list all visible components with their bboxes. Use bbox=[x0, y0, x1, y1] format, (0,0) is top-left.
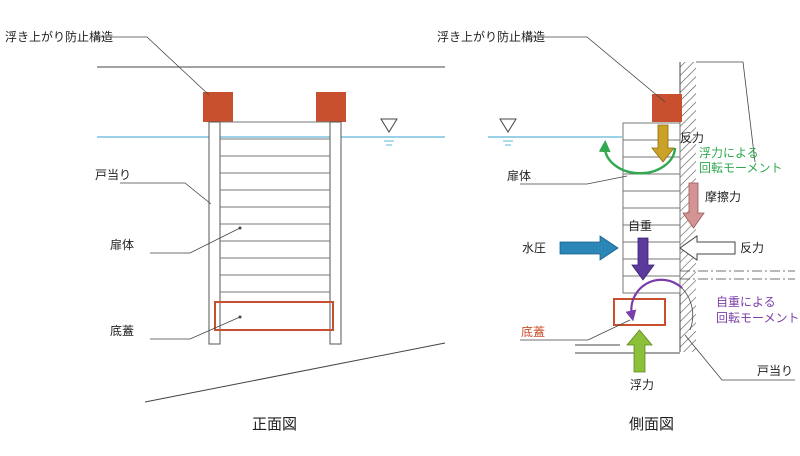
side-label-friction: 摩擦力 bbox=[705, 189, 741, 204]
gate-body-panels bbox=[220, 121, 330, 293]
side-label-water-pressure: 水圧 bbox=[522, 241, 546, 255]
weight-moment-leader bbox=[681, 287, 694, 331]
side-water-level-icon bbox=[499, 118, 517, 146]
front-label-door-stop: 戸当り bbox=[95, 168, 131, 182]
front-label-bottom-cover: 底蓋 bbox=[110, 323, 134, 338]
front-view: 浮き上がり防止構造 戸当り 扉体 底蓋 正面図 bbox=[5, 29, 446, 433]
side-label-reaction-right: 反力 bbox=[740, 241, 764, 255]
side-anti-float-block bbox=[652, 94, 682, 122]
side-leader-bottom-cover bbox=[520, 319, 631, 341]
ground-line-diagonal bbox=[144, 342, 446, 403]
front-label-anti-float: 浮き上がり防止構造 bbox=[5, 29, 113, 44]
side-view: 浮き上がり防止構造 扉体 反力 浮力による 回転モーメント 摩擦力 自重 水圧 … bbox=[437, 29, 800, 433]
reaction-top-arrow bbox=[651, 124, 675, 163]
side-label-door-stop: 戸当り bbox=[757, 364, 793, 378]
anti-float-block-left bbox=[203, 92, 233, 122]
self-weight-arrow bbox=[631, 237, 655, 281]
water-level-icon bbox=[380, 118, 398, 146]
side-view-caption: 側面図 bbox=[629, 415, 674, 433]
reaction-right-arrow bbox=[679, 235, 736, 261]
side-label-reaction-top: 反力 bbox=[680, 131, 704, 145]
side-label-self-weight: 自重 bbox=[628, 219, 652, 233]
leader-door-stop bbox=[120, 182, 212, 205]
side-leader-wall bbox=[696, 61, 756, 163]
side-label-weight-moment-1: 自重による bbox=[716, 295, 776, 309]
side-label-buoyancy: 浮力 bbox=[630, 378, 654, 392]
buoyancy-arrow bbox=[626, 329, 653, 373]
side-label-gate-body: 扉体 bbox=[507, 169, 531, 183]
front-view-caption: 正面図 bbox=[252, 415, 297, 433]
leader-bottom-cover bbox=[150, 316, 241, 340]
buoyancy-moment-arrow bbox=[598, 140, 677, 175]
side-label-anti-float: 浮き上がり防止構造 bbox=[437, 29, 545, 44]
bottom-cover bbox=[214, 301, 334, 331]
leader-gate-body bbox=[150, 227, 241, 254]
door-stop-right bbox=[329, 121, 342, 345]
leader-anti-float bbox=[95, 36, 210, 96]
anti-float-block-right bbox=[316, 92, 346, 122]
side-label-buoyancy-moment-1: 浮力による bbox=[699, 146, 759, 160]
door-stop-left bbox=[208, 121, 221, 345]
side-leader-anti-float bbox=[532, 36, 666, 103]
side-label-buoyancy-moment-2: 回転モーメント bbox=[699, 161, 783, 175]
water-pressure-arrow bbox=[559, 235, 619, 261]
friction-arrow bbox=[682, 182, 705, 229]
weight-moment-arrow bbox=[625, 278, 683, 322]
side-leader-gate-body bbox=[520, 175, 628, 185]
side-label-weight-moment-2: 回転モーメント bbox=[716, 311, 800, 325]
front-label-gate-body: 扉体 bbox=[110, 238, 134, 252]
wall-hatch bbox=[680, 62, 696, 352]
side-leader-door-stop bbox=[684, 334, 795, 381]
side-label-bottom-cover: 底蓋 bbox=[521, 324, 545, 339]
side-bottom-cover bbox=[613, 298, 666, 326]
